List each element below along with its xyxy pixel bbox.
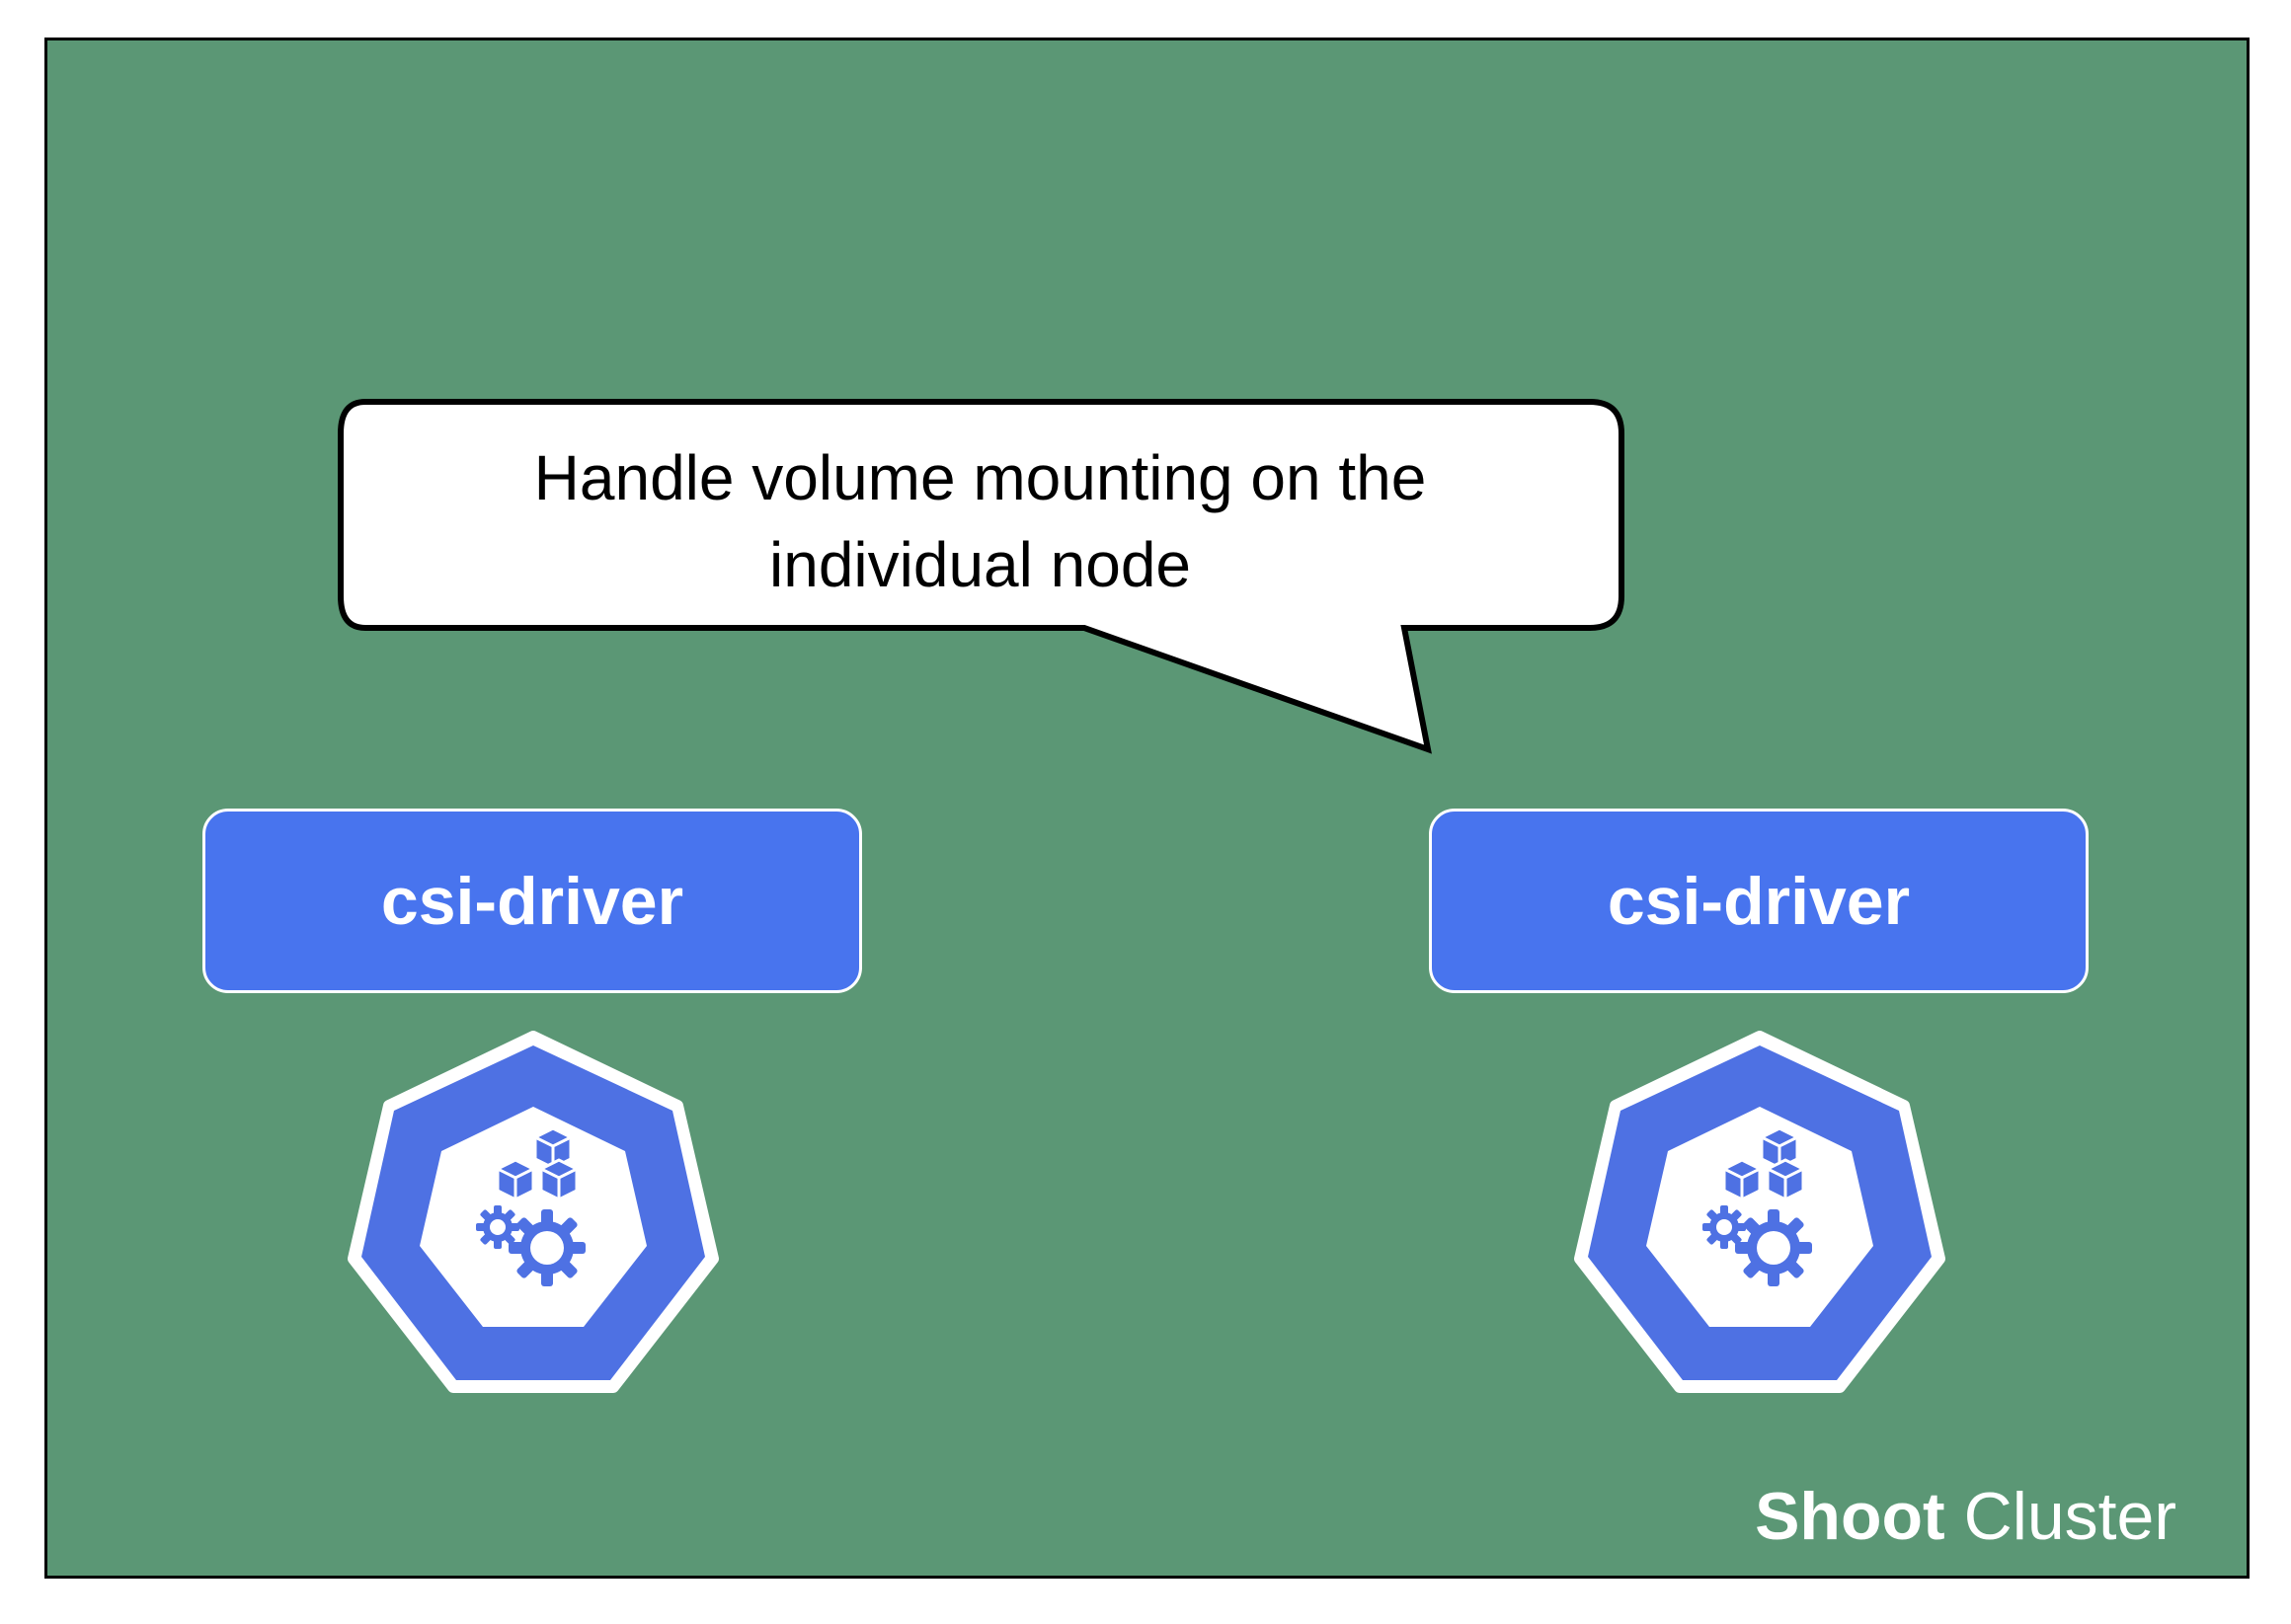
callout-line-2: individual node [769, 529, 1191, 600]
csi-driver-label: csi-driver [380, 863, 684, 939]
cluster-label: Shoot Cluster [1755, 1478, 2176, 1555]
csi-driver-label: csi-driver [1607, 863, 1911, 939]
kubernetes-pod-icon-right [1580, 1037, 1939, 1387]
cluster-label-bold: Shoot [1755, 1479, 1945, 1554]
csi-driver-box-left: csi-driver [202, 809, 862, 993]
callout-text: Handle volume mounting on the individual… [341, 434, 1620, 608]
cluster-label-regular: Cluster [1963, 1479, 2176, 1554]
callout-line-1: Handle volume mounting on the [533, 442, 1427, 513]
kubernetes-pod-icon-left [354, 1037, 713, 1387]
callout-bubble [338, 399, 1624, 754]
csi-driver-box-right: csi-driver [1429, 809, 2089, 993]
